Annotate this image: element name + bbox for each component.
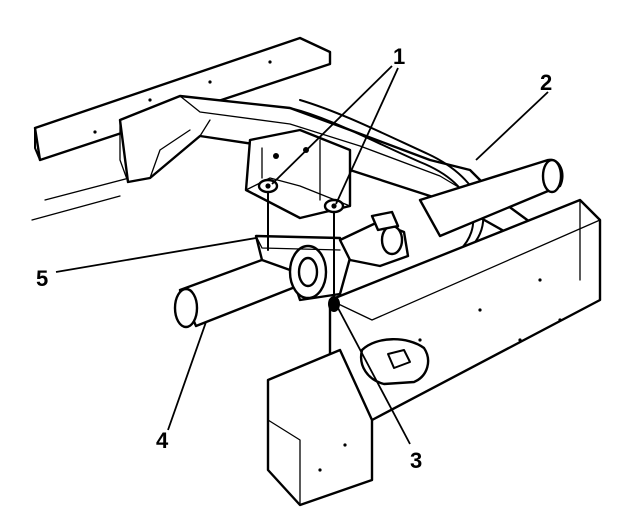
bearing-support-bracket: [244, 128, 352, 220]
callout-4: 4: [156, 428, 169, 453]
center-bearing: [254, 234, 352, 302]
leader-3: [337, 307, 411, 445]
leader-1a: [271, 65, 393, 185]
brake-tube: [289, 99, 485, 251]
driveshaft-rear: [418, 158, 564, 238]
universal-joint: [338, 210, 410, 268]
callout-5: 5: [36, 266, 48, 291]
nut-right: [323, 198, 345, 214]
bolt: [328, 296, 340, 312]
leader-2: [475, 91, 549, 161]
callout-labels: 1 2 3 4 5: [36, 44, 552, 473]
tow-hook: [359, 338, 430, 386]
leader-lines: [55, 65, 549, 445]
callout-1: 1: [393, 44, 405, 69]
leader-5: [55, 237, 257, 273]
callout-3: 3: [410, 448, 422, 473]
leader-1b: [335, 67, 399, 205]
leader-4: [167, 321, 207, 431]
callout-2: 2: [540, 70, 552, 95]
